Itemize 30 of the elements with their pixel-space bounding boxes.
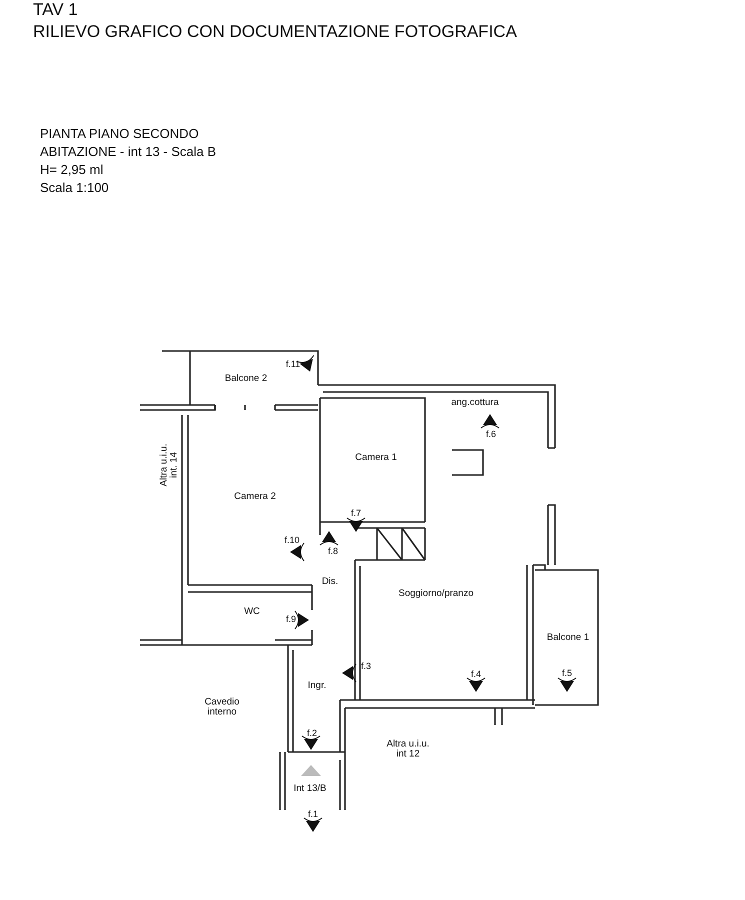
plan-heading-text: PIANTA PIANO SECONDO (40, 127, 199, 142)
room-label: Soggiorno/pranzo (398, 588, 474, 600)
photo-point-label: f.6 (486, 430, 496, 440)
plan-heading-text: H= 2,95 ml (40, 163, 104, 178)
plan-heading-text: ABITAZIONE - int 13 - Scala B (40, 145, 216, 160)
photo-point-label: f.9 (286, 615, 296, 625)
room-label: Camera 1 (355, 452, 397, 464)
photo-point-label: f.10 (284, 536, 300, 546)
room-label: Altra u.i.u. int. 14 (160, 442, 180, 488)
room-label: Int 13/B (294, 784, 326, 794)
room-label: WC (244, 606, 260, 618)
photo-point-label: f.2 (307, 729, 317, 739)
photo-point-label: f.1 (308, 810, 318, 820)
photo-point-label: f.4 (471, 670, 481, 680)
photo-point-label: f.5 (562, 669, 572, 679)
room-label: Camera 2 (234, 492, 276, 502)
photo-point-label: f.11 (286, 360, 300, 370)
sheet-title: RILIEVO GRAFICO CON DOCUMENTAZIONE FOTOGRAFICA (33, 23, 517, 42)
room-label: Ingr. (308, 680, 326, 692)
room-label: ang.cottura (451, 398, 499, 408)
photo-point-label: f.7 (351, 509, 361, 519)
photo-point-label: f.8 (328, 547, 338, 557)
room-label: Balcone 1 (546, 632, 590, 644)
room-label: Balcone 2 (224, 374, 268, 384)
photo-point-label: f.3 (361, 662, 371, 672)
room-label: Cavedio interno (204, 698, 240, 718)
plan-heading-text: Scala 1:100 (40, 181, 109, 196)
sheet-number: TAV 1 (33, 1, 78, 20)
room-label: Altra u.i.u. int 12 (386, 740, 430, 760)
room-label: Dis. (322, 576, 338, 588)
